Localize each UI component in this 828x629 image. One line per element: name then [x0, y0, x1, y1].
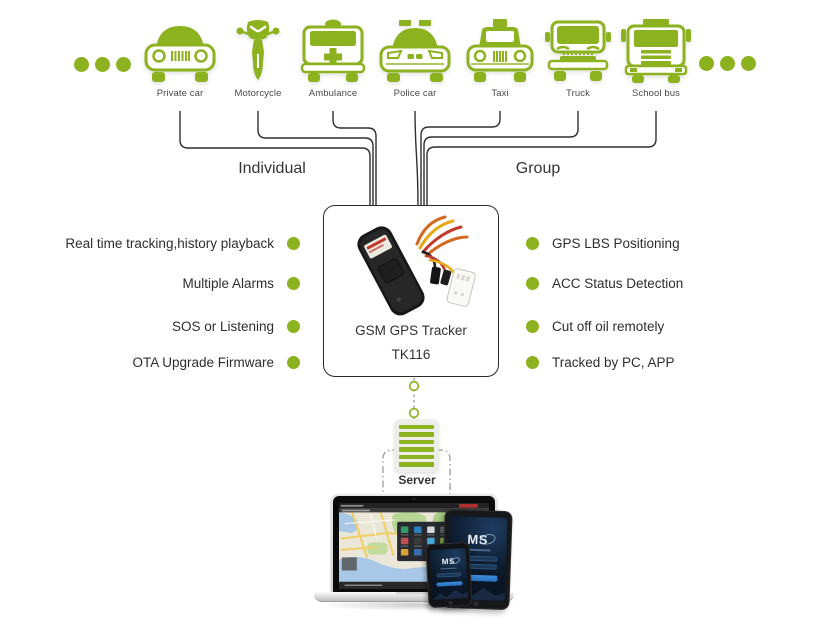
bullet-dot — [526, 276, 539, 290]
laptop-base — [314, 592, 514, 602]
vehicle-label: Truck — [566, 88, 590, 99]
server-label: Server — [398, 473, 436, 487]
bullet-dot — [287, 276, 300, 290]
bullet-dot — [287, 236, 300, 250]
vehicle-police-car: Police car — [373, 18, 457, 99]
vehicle-label: Private car — [156, 88, 204, 99]
branch-label-individual: Individual — [238, 160, 306, 177]
feature-row: GPS LBS Positioning — [526, 233, 826, 253]
tracker-model: TK116 — [391, 346, 431, 362]
vehicle-ambulance: Ambulance — [291, 18, 375, 99]
bullet-dot — [526, 319, 539, 333]
vehicle-label: School bus — [631, 88, 680, 99]
vehicle-truck: Truck — [536, 18, 620, 99]
phone-login-button — [436, 580, 463, 587]
feature-row: Tracked by PC, APP — [526, 352, 826, 372]
bullet-dot — [526, 355, 539, 369]
vehicle-motorcycle: Motorcycle — [216, 18, 300, 99]
branch-label-group: Group — [515, 160, 561, 177]
vehicle-private-car: Private car — [138, 18, 222, 99]
feature-text: Real time tracking,history playback — [65, 235, 274, 251]
mountain-graphic — [432, 589, 469, 600]
school-bus-icon — [621, 19, 691, 83]
feature-row: Real time tracking,history playback — [0, 233, 300, 253]
feature-row: OTA Upgrade Firmware — [0, 352, 300, 372]
feature-text: OTA Upgrade Firmware — [132, 354, 274, 370]
feature-text: SOS or Listening — [171, 318, 274, 334]
vehicle-taxi: Taxi — [458, 18, 542, 99]
phone-screen: MS — [429, 548, 469, 600]
tracker-device-box: GSM GPS Tracker TK116 — [323, 205, 499, 377]
ellipsis-dots-right — [699, 56, 756, 71]
feature-row: ACC Status Detection — [526, 273, 826, 293]
vehicle-label: Motorcycle — [234, 88, 282, 99]
bullet-dot — [526, 236, 539, 250]
feature-row: Cut off oil remotely — [526, 316, 826, 336]
phone-app-logo: MS — [442, 556, 461, 566]
feature-text: GPS LBS Positioning — [552, 235, 680, 251]
phone-tagline — [440, 567, 457, 570]
vehicle-label: Taxi — [491, 88, 509, 99]
police-car-icon — [379, 20, 451, 82]
tablet-home-button — [472, 600, 479, 607]
bullet-dot — [287, 355, 300, 369]
phone-input — [436, 572, 462, 578]
feature-row: Multiple Alarms — [0, 273, 300, 293]
laptop-camera-dot — [413, 498, 415, 500]
vehicle-label: Police car — [393, 88, 437, 99]
server-icon — [394, 419, 439, 472]
ambulance-icon — [300, 19, 366, 82]
bullet-dot — [287, 319, 300, 333]
motorcycle-icon — [236, 20, 280, 80]
gps-tracker-photo — [357, 215, 476, 316]
feature-text: Cut off oil remotely — [552, 318, 665, 334]
feature-text: Tracked by PC, APP — [552, 354, 675, 370]
laptop-notch — [396, 592, 432, 596]
taxi-icon — [466, 19, 534, 82]
tablet-app-logo: MS — [467, 532, 498, 547]
phone-home-button — [448, 600, 453, 605]
feature-text: ACC Status Detection — [552, 275, 684, 291]
ellipsis-dots-left — [74, 57, 131, 72]
truck-icon — [545, 20, 611, 81]
vehicle-label: Ambulance — [308, 88, 358, 99]
private-car-icon — [144, 26, 216, 82]
phone: MS — [425, 541, 473, 609]
vehicle-school-bus: School bus — [614, 18, 698, 99]
tracker-name: GSM GPS Tracker — [355, 323, 467, 338]
feature-row: SOS or Listening — [0, 316, 300, 336]
feature-text: Multiple Alarms — [182, 275, 274, 291]
